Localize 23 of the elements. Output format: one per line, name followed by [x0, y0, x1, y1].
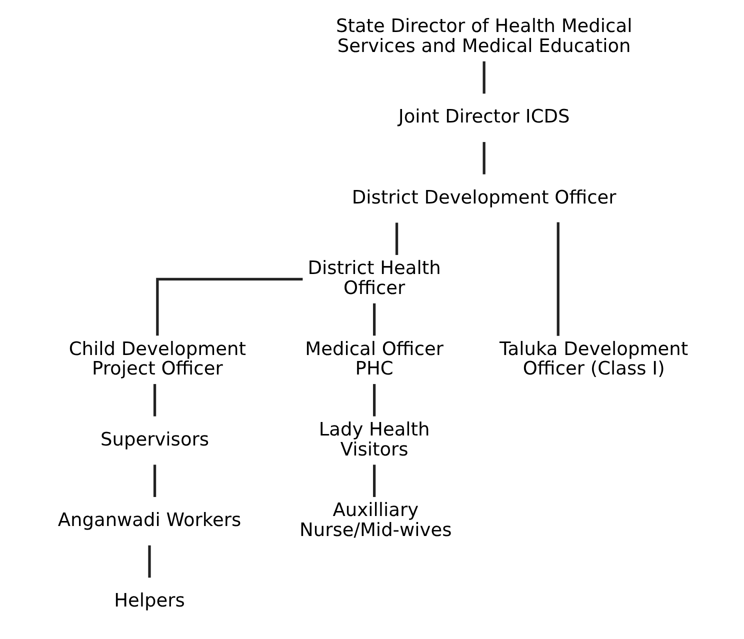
- connector: [373, 464, 376, 497]
- connector: [482, 61, 486, 94]
- connector: [373, 384, 376, 416]
- node-text: Joint Director ICDS: [398, 106, 570, 128]
- connector: [148, 545, 151, 578]
- node-text: Supervisors: [100, 429, 210, 450]
- node-text: Medical Officer PHC: [305, 338, 444, 380]
- connector: [556, 222, 560, 336]
- node-text: Lady Health Visitors: [318, 419, 430, 460]
- node-text: State Director of Health Medical Services and Medical Education: [336, 16, 632, 57]
- node-text: Helpers: [114, 590, 185, 612]
- connector: [482, 142, 486, 174]
- connector: [153, 464, 156, 497]
- connector: [395, 222, 398, 255]
- node-text: District Health Officer: [308, 258, 441, 299]
- node-text: District Development Officer: [352, 187, 616, 208]
- connector: [373, 303, 376, 336]
- connector: [156, 278, 303, 336]
- node-text: Taluka Development Officer (Class I): [500, 338, 688, 380]
- node-text: Child Development Project Officer: [68, 338, 246, 380]
- node-text: Auxilliary Nurse/Mid-wives: [300, 500, 452, 541]
- connector: [153, 384, 156, 416]
- node-text: Anganwadi Workers: [58, 510, 242, 532]
